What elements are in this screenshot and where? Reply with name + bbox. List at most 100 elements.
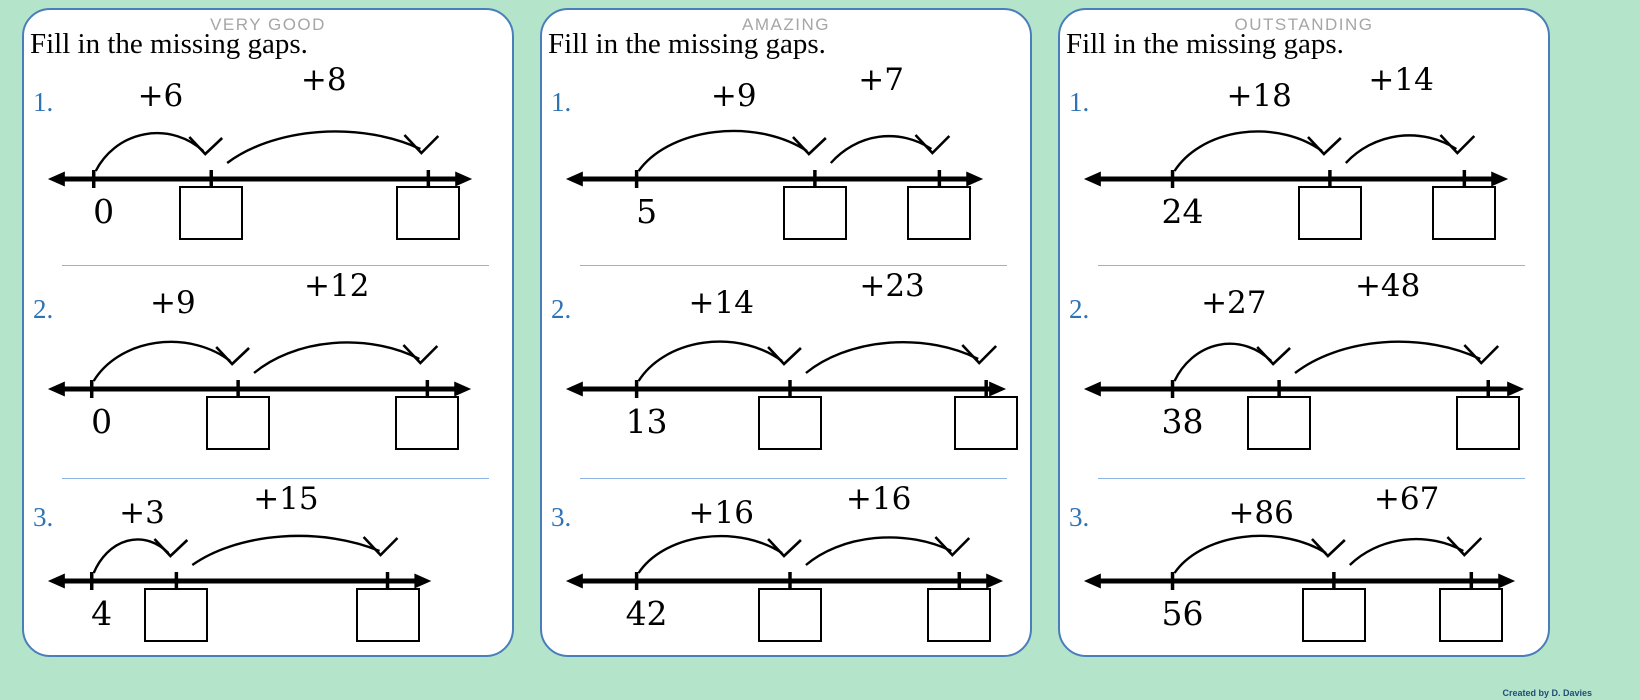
jump2-label: +48 bbox=[1354, 268, 1421, 305]
left-arrowhead bbox=[1083, 573, 1101, 589]
problem-number: 2. bbox=[1069, 293, 1090, 324]
answer-box-2[interactable] bbox=[1456, 395, 1521, 450]
problem-2: 2. +9 +12 0 bbox=[24, 266, 512, 478]
problem-1: 1. +6 +8 0 bbox=[24, 60, 512, 265]
right-arrowhead bbox=[1498, 573, 1516, 589]
problem-number: 1. bbox=[551, 86, 572, 117]
jump1-arc bbox=[94, 131, 205, 172]
answer-box-1[interactable] bbox=[144, 588, 209, 643]
jump1-arc bbox=[1173, 534, 1327, 574]
left-arrowhead bbox=[47, 171, 65, 187]
answer-box-2[interactable] bbox=[907, 185, 972, 240]
problem-divider bbox=[1097, 265, 1526, 266]
problem-number: 1. bbox=[33, 86, 54, 117]
answer-box-1[interactable] bbox=[757, 395, 822, 450]
answer-box-2[interactable] bbox=[1439, 588, 1504, 643]
problem-1: 1. +18 +14 24 bbox=[1060, 60, 1548, 265]
jump2-arc bbox=[1294, 340, 1481, 374]
jump1-arrowhead bbox=[188, 136, 224, 156]
start-number: 42 bbox=[625, 594, 668, 634]
right-arrowhead bbox=[414, 573, 432, 589]
jump2-arrowhead bbox=[403, 134, 440, 155]
right-arrowhead bbox=[986, 573, 1004, 589]
jump2-label: +12 bbox=[303, 268, 370, 305]
jump2-arc bbox=[191, 534, 381, 566]
jump1-arrowhead bbox=[1307, 136, 1342, 156]
start-number: 24 bbox=[1161, 191, 1204, 231]
left-arrowhead bbox=[565, 171, 583, 187]
number-line-figure bbox=[565, 129, 984, 188]
jump1-label: +16 bbox=[688, 494, 754, 531]
number-line-figure bbox=[565, 340, 1007, 398]
jump2-label: +8 bbox=[300, 62, 347, 99]
jump2-arrowhead bbox=[402, 344, 439, 365]
jump1-arc bbox=[637, 129, 808, 172]
problem-number: 3. bbox=[551, 501, 572, 532]
answer-box-2[interactable] bbox=[927, 588, 992, 643]
problem-number: 1. bbox=[1069, 86, 1090, 117]
jump1-arc bbox=[92, 538, 170, 574]
problem-number: 3. bbox=[1069, 501, 1090, 532]
start-number: 0 bbox=[93, 191, 115, 231]
problem-3: 3. +16 +16 42 bbox=[542, 479, 1030, 655]
left-arrowhead bbox=[1083, 381, 1101, 397]
panel-header: OUTSTANDING Fill in the missing gaps. bbox=[1060, 10, 1548, 60]
answer-box-1[interactable] bbox=[206, 395, 271, 450]
jump2-arc bbox=[829, 135, 933, 164]
jump1-arc bbox=[637, 534, 783, 574]
answer-box-1[interactable] bbox=[757, 588, 822, 643]
worksheet-instruction: Fill in the missing gaps. bbox=[1066, 28, 1344, 60]
right-arrowhead bbox=[1491, 171, 1509, 187]
jump2-arrowhead bbox=[1446, 536, 1483, 557]
jump1-label: +86 bbox=[1228, 494, 1294, 531]
jump2-arc bbox=[805, 340, 979, 374]
jump1-arrowhead bbox=[215, 346, 250, 366]
difficulty-badge: VERY GOOD bbox=[210, 15, 326, 34]
jump2-arc bbox=[1344, 134, 1458, 164]
right-arrowhead bbox=[989, 381, 1007, 397]
answer-box-1[interactable] bbox=[782, 185, 847, 240]
answer-box-2[interactable] bbox=[395, 395, 460, 450]
left-arrowhead bbox=[565, 573, 583, 589]
right-arrowhead bbox=[454, 381, 472, 397]
answer-box-2[interactable] bbox=[1432, 185, 1497, 240]
difficulty-badge: AMAZING bbox=[742, 15, 830, 34]
credit-text: Created by D. Davies bbox=[1502, 688, 1592, 698]
jump2-arc bbox=[226, 130, 421, 164]
jump2-arc bbox=[805, 536, 952, 566]
answer-box-1[interactable] bbox=[1297, 185, 1362, 240]
left-arrowhead bbox=[565, 381, 583, 397]
start-number: 4 bbox=[91, 594, 113, 634]
jump1-label: +9 bbox=[150, 285, 196, 322]
jump1-label: +3 bbox=[119, 494, 165, 531]
jump2-arrowhead bbox=[961, 344, 998, 365]
number-line-figure bbox=[47, 534, 432, 590]
jump1-arc bbox=[1173, 342, 1272, 382]
jump1-label: +9 bbox=[710, 78, 757, 115]
problem-divider bbox=[61, 478, 490, 479]
problem-divider bbox=[1097, 478, 1526, 479]
answer-box-1[interactable] bbox=[1247, 395, 1312, 450]
answer-box-2[interactable] bbox=[355, 588, 420, 643]
jump2-arc bbox=[1348, 537, 1464, 566]
answer-box-2[interactable] bbox=[954, 395, 1019, 450]
jump1-label: +14 bbox=[688, 285, 754, 322]
problem-2: 2. +27 +48 38 bbox=[1060, 266, 1548, 478]
answer-box-1[interactable] bbox=[1301, 588, 1366, 643]
jump2-arc bbox=[253, 341, 420, 374]
jump2-label: +23 bbox=[859, 268, 925, 305]
start-number: 5 bbox=[636, 191, 658, 231]
panel-outstanding: OUTSTANDING Fill in the missing gaps. 1.… bbox=[1058, 8, 1550, 657]
jump1-arc bbox=[637, 340, 783, 382]
start-number: 0 bbox=[91, 401, 113, 441]
jump1-arc bbox=[92, 340, 231, 382]
problem-divider bbox=[579, 478, 1008, 479]
jump1-label: +18 bbox=[1226, 78, 1292, 115]
problem-divider bbox=[579, 265, 1008, 266]
start-number: 38 bbox=[1161, 401, 1204, 441]
problem-2: 2. +14 +23 13 bbox=[542, 266, 1030, 478]
answer-box-1[interactable] bbox=[179, 185, 244, 240]
problem-1: 1. +9 +7 5 bbox=[542, 60, 1030, 265]
jump2-label: +7 bbox=[858, 62, 904, 99]
answer-box-2[interactable] bbox=[396, 185, 461, 240]
